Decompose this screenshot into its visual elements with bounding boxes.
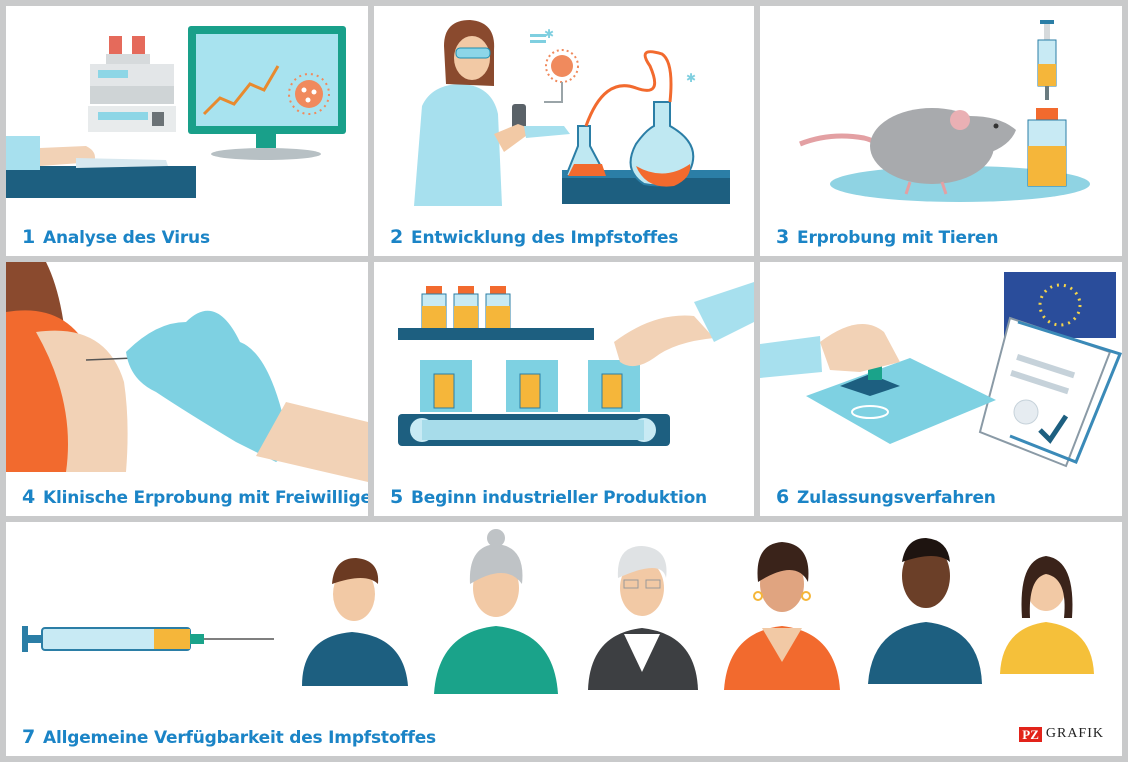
step-number: 4 bbox=[22, 486, 36, 508]
panel-general-availability: 7 Allgemeine Verfügbarkeit des Impfstoffe… bbox=[6, 522, 1122, 756]
clinical-trial-illustration bbox=[6, 262, 368, 482]
gloved-hand-illustration bbox=[126, 310, 368, 482]
person-icon bbox=[1000, 556, 1094, 674]
panel-caption: 6 Zulassungsverfahren bbox=[776, 486, 996, 508]
panel-caption: 2 Entwicklung des Impfstoffes bbox=[390, 226, 678, 248]
vial-icon bbox=[1027, 108, 1067, 187]
pz-grafik-logo: PZ GRAFIK bbox=[1019, 726, 1104, 742]
syringe-icon bbox=[1037, 20, 1057, 100]
virus-icon bbox=[288, 73, 330, 115]
document-icon bbox=[978, 316, 1122, 468]
panel-caption: 3 Erprobung mit Tieren bbox=[776, 226, 998, 248]
panel-vaccine-development: ✱ ✱ 2 Entwicklung des Impfstoffes bbox=[374, 6, 754, 256]
virus-icon: ✱ bbox=[530, 27, 579, 103]
person-icon bbox=[588, 546, 698, 690]
person-icon bbox=[724, 542, 840, 690]
scientist-icon bbox=[414, 20, 570, 206]
monitor-icon bbox=[188, 26, 346, 160]
availability-illustration bbox=[22, 529, 1094, 694]
flask-icon: ✱ bbox=[562, 50, 730, 204]
production-illustration bbox=[398, 282, 754, 446]
hand-illustration bbox=[614, 282, 754, 367]
stamp-icon bbox=[760, 324, 996, 444]
svg-text:✱: ✱ bbox=[686, 71, 696, 85]
panel-clinical-trial: 4 Klinische Erprobung mit Freiwilligen bbox=[6, 262, 368, 516]
syringe-icon bbox=[22, 626, 274, 652]
step-number: 7 bbox=[22, 726, 36, 748]
lab-instrument-icon bbox=[88, 36, 176, 132]
step-label: Klinische Erprobung mit Freiwilligen bbox=[43, 488, 368, 508]
step-label: Analyse des Virus bbox=[43, 228, 210, 248]
person-icon bbox=[434, 529, 558, 694]
desk-hand-illustration bbox=[6, 136, 196, 198]
approval-illustration bbox=[760, 272, 1122, 468]
step-label: Entwicklung des Impfstoffes bbox=[411, 228, 679, 248]
step-number: 3 bbox=[776, 226, 790, 248]
conveyor-icon bbox=[398, 360, 670, 446]
panel-caption: 1 Analyse des Virus bbox=[22, 226, 210, 248]
panel-virus-analysis: 1 Analyse des Virus bbox=[6, 6, 368, 256]
lab-analysis-illustration bbox=[6, 26, 346, 198]
step-label: Zulassungsverfahren bbox=[797, 488, 996, 508]
step-label: Erprobung mit Tieren bbox=[797, 228, 999, 248]
step-number: 2 bbox=[390, 226, 404, 248]
step-label: Beginn industrieller Produktion bbox=[411, 488, 707, 508]
lab-development-illustration: ✱ ✱ bbox=[414, 20, 730, 206]
animal-testing-illustration bbox=[799, 20, 1090, 202]
step-label: Allgemeine Verfügbarkeit des Impfstoffes bbox=[43, 728, 436, 748]
step-number: 5 bbox=[390, 486, 404, 508]
vial-icon bbox=[421, 286, 511, 329]
panel-caption: 5 Beginn industrieller Produktion bbox=[390, 486, 707, 508]
panel-approval-process: 6 Zulassungsverfahren bbox=[760, 262, 1122, 516]
panel-animal-testing: 3 Erprobung mit Tieren bbox=[760, 6, 1122, 256]
rat-icon bbox=[799, 108, 1016, 195]
svg-text:✱: ✱ bbox=[544, 27, 554, 41]
person-icon bbox=[302, 558, 408, 686]
grafik-logo-text: GRAFIK bbox=[1045, 726, 1104, 741]
panel-industrial-production: 5 Beginn industrieller Produktion bbox=[374, 262, 754, 516]
panel-caption: 4 Klinische Erprobung mit Freiwilligen bbox=[22, 486, 368, 508]
panel-caption: 7 Allgemeine Verfügbarkeit des Impfstoffe… bbox=[22, 726, 436, 748]
step-number: 1 bbox=[22, 226, 36, 248]
person-icon bbox=[868, 538, 982, 684]
pz-logo-mark: PZ bbox=[1019, 726, 1042, 742]
step-number: 6 bbox=[776, 486, 790, 508]
